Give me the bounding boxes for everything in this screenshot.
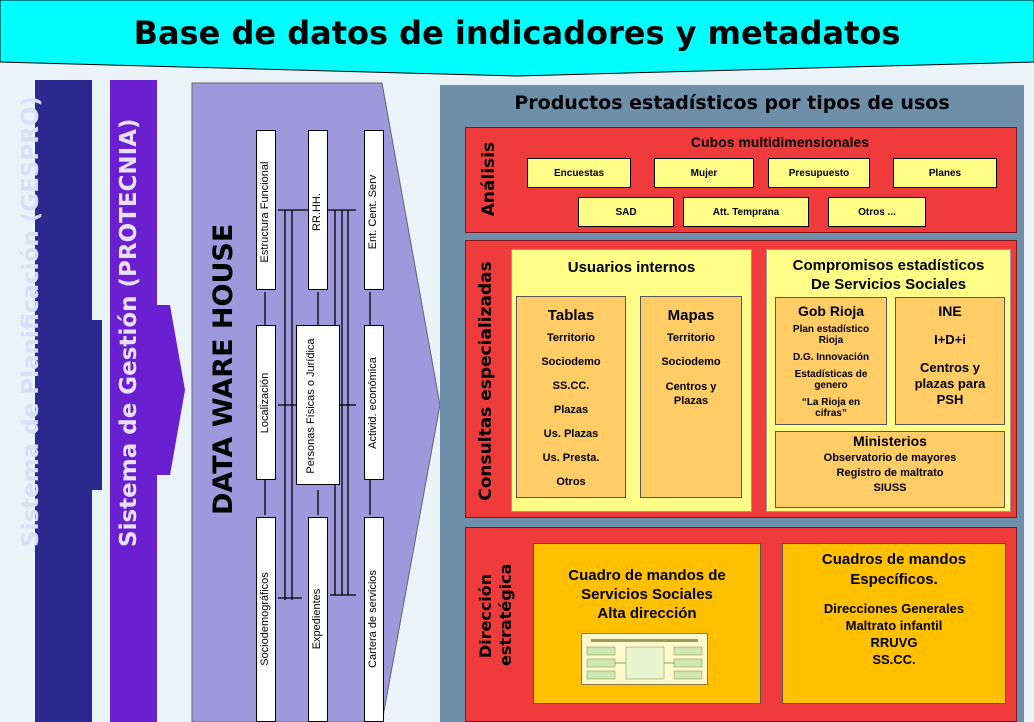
protecnia-label: Sistema de Gestión (PROTECNIA) [116,118,142,547]
cuadro-mandos-line: Alta dirección [597,605,697,622]
box-personas [296,325,340,485]
tablas-panel [516,296,626,498]
title-banner [0,0,1034,77]
ine-heading: INE [938,303,962,319]
cubo-mujer: Mujer [654,158,754,188]
tablas-item: Plazas [553,404,589,416]
cubo-att-temprana: Att. Temprana [683,197,809,227]
box-personas-text: Personas Físicas o Jurídica [305,338,317,474]
box-cartera-label: Cartera de servicios [367,570,379,668]
products-title: Productos estadísticos por tipos de usos [514,92,950,114]
ine-panel [895,297,1005,425]
ministerios-heading: Ministerios [853,433,927,449]
dwh-label: DATA WARE HOUSE [208,223,239,515]
mapas-panel [640,296,742,498]
ministerios-content: Ministerios Observatorio de mayores Regi… [775,431,1005,496]
box-estructura-funcional [256,130,276,290]
gob-rioja-heading: Gob Rioja [797,303,865,319]
gob-rioja-panel [775,297,887,425]
gob-rioja-item: Plan estadístico Rioja [792,324,870,346]
box-localizacion-label: Localización [259,372,271,434]
consultas-label: Consultas especializadas [476,261,496,501]
compromisos-heading-2: De Servicios Sociales [810,276,967,293]
dashboard-thumbnail [581,633,708,685]
gob-rioja-item: Estadísticas de genero [794,369,868,391]
tablas-item: SS.CC. [552,380,590,392]
analisis-label: Análisis [479,141,499,217]
tablas-item: Sociodemo [541,356,601,368]
cuadros-especificos-panel [782,543,1006,704]
protecnia-arrow [110,80,185,722]
cuadro-mandos-line: Cuadro de mandos de [568,567,726,584]
cuadros-especificos-heading: Cuadros de mandos [821,551,967,568]
cubo-otros: Otros ... [828,197,926,227]
tablas-content: Tablas Territorio Sociodemo SS.CC. Plaza… [516,306,626,494]
mapas-content: Mapas Territorio Sociodemo Centros y Pla… [640,306,742,408]
box-personas-label: Personas Físicas o Jurídica [304,326,332,486]
page-title: Base de datos de indicadores y metadatos [133,14,901,52]
gespro-label: Sistema de Planificación (GESPRO) [18,95,44,547]
gob-rioja-item: “La Rioja en cifras” [801,397,861,419]
ministerios-panel [775,431,1005,508]
cubo-encuestas: Encuestas [527,158,631,188]
tablas-item: Us. Plazas [543,428,599,440]
mapas-item: Centros y Plazas [665,381,717,407]
cuadro-mandos-line: Servicios Sociales [581,586,713,603]
cuadros-especificos-item: SS.CC. [872,652,916,667]
cuadros-especificos-item: Direcciones Generales [823,601,965,616]
box-actividad [364,325,384,480]
compromisos-heading-1: Compromisos estadísticos [792,257,985,274]
gob-rioja-item: D.G. Innovación [792,352,870,363]
direccion-label-1: Dirección [476,573,495,659]
box-actividad-label: Activid. económica [367,357,379,449]
box-rrhh [308,130,328,290]
cuadros-especificos-heading: Específicos. [850,571,938,588]
ine-item: I+D+i [934,332,966,347]
cubo-planes: Planes [893,158,997,188]
box-expedientes-label: Expedientes [311,588,323,650]
gespro-arrow [35,80,102,722]
ministerios-item: SIUSS [873,482,907,494]
cubo-sad: SAD [578,197,674,227]
ine-content: INE I+D+i Centros y plazas para PSH [895,302,1005,408]
mapas-item: Territorio [666,332,716,344]
ministerios-item: Observatorio de mayores [823,452,957,464]
box-ent-cent-serv [364,130,384,290]
usuarios-internos-heading: Usuarios internos [567,259,696,276]
cuadro-mandos-content: Cuadro de mandos de Servicios Sociales A… [533,566,761,623]
tablas-item: Territorio [546,332,596,344]
box-rrhh-label: RR.HH. [311,193,323,231]
cubo-presupuesto: Presupuesto [768,158,870,188]
cuadros-especificos-item: Maltrato infantil [845,618,943,633]
direccion-label-2: estratégica [496,563,515,666]
box-ent-cent-label: Ent. Cent. Serv [367,174,379,250]
tablas-heading: Tablas [547,307,595,324]
cuadros-especificos-item: RRUVG [870,635,918,650]
box-localizacion [256,325,276,480]
tablas-item: Us. Presta. [542,452,600,464]
box-sociodemograficos-label: Sociodemográficos [259,572,271,666]
ministerios-item: Registro de maltrato [836,467,944,479]
box-estructura-label: Estructura Funcional [259,161,271,263]
cuadros-especificos-content: Cuadros de mandos Específicos. Direccion… [782,550,1006,668]
mapas-heading: Mapas [667,307,715,324]
mapas-item: Sociodemo [661,356,721,368]
tablas-item: Otros [556,476,586,488]
cubos-heading: Cubos multidimensionales [690,134,870,150]
gob-rioja-content: Gob Rioja Plan estadístico Rioja D.G. In… [775,302,887,419]
ine-item: Centros y plazas para PSH [914,360,986,407]
